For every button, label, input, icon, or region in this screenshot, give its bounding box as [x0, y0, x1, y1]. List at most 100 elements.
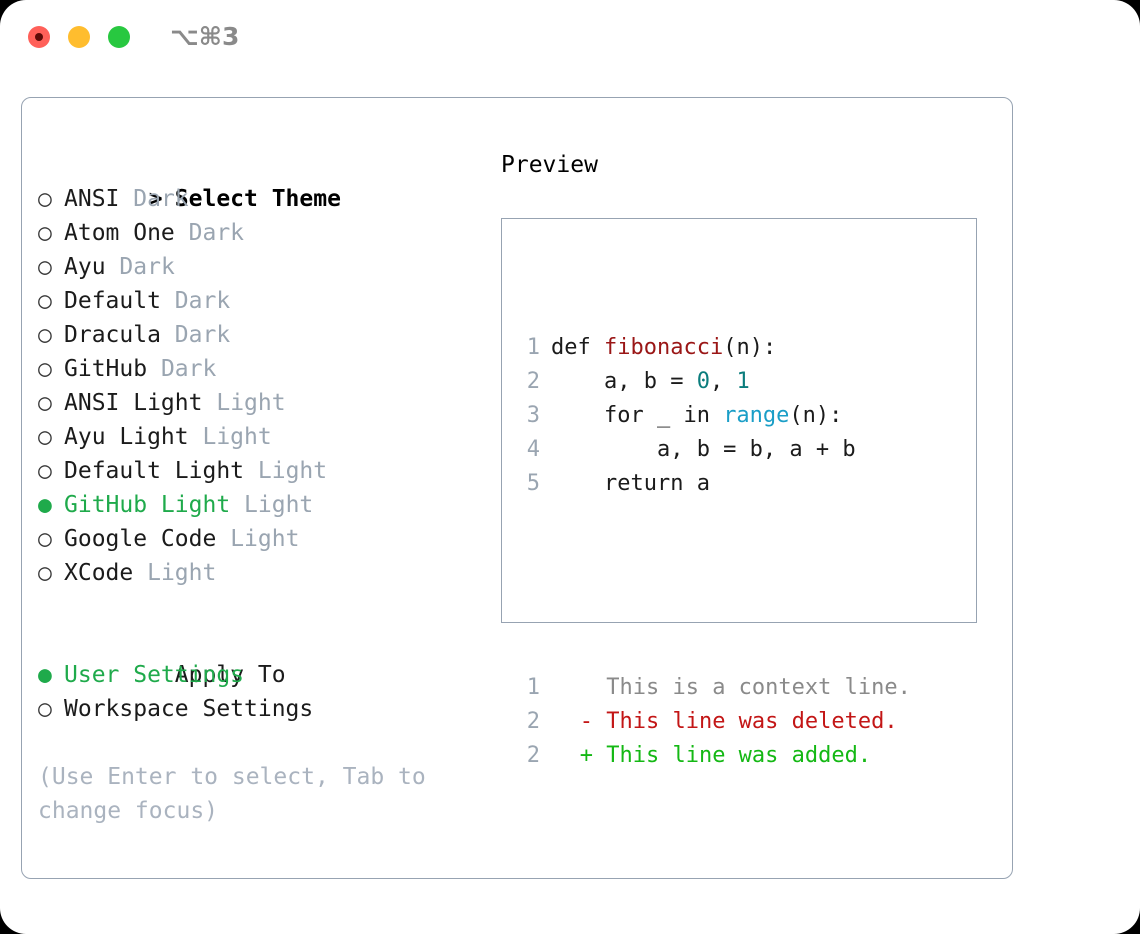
code-token-plain: for _ in [551, 403, 724, 428]
code-token-plain: (n): [723, 335, 777, 360]
radio-unselected-icon: ○ [38, 526, 52, 552]
theme-option[interactable]: ○ANSI Light Light [38, 386, 478, 420]
apply-to-list: ● User Settings ○ Workspace Settings [38, 658, 478, 726]
code-line-number: 2 [526, 369, 540, 394]
theme-option[interactable]: ○ Default Dark [38, 284, 478, 318]
diff-line-number: 2 [526, 743, 540, 768]
window-titlebar: ⌥⌘3 [0, 0, 1140, 78]
diff-sample: 1 This is a context line.2 - This line w… [518, 671, 911, 773]
theme-option[interactable]: ○Google Code Light [38, 522, 478, 556]
theme-option[interactable]: ● GitHub Light Light [38, 488, 478, 522]
theme-option-variant: Dark [119, 254, 175, 280]
theme-option-name: ANSI [64, 186, 120, 212]
diff-sign [540, 675, 606, 700]
radio-unselected-icon: ○ [38, 424, 52, 450]
list-spacer [38, 590, 478, 624]
theme-option-variant: Dark [188, 220, 245, 246]
theme-option-variant: Dark [174, 322, 231, 348]
theme-list: ○ANSI Dark○Atom One Dark○Ayu Dark○Defaul… [38, 182, 478, 590]
theme-option-variant: Light [202, 424, 272, 450]
diff-line-number: 1 [526, 675, 540, 700]
theme-option[interactable]: ○ Dracula Dark [38, 318, 478, 352]
diff-sign: + [540, 743, 607, 768]
theme-option-variant: Dark [160, 356, 217, 382]
theme-option-variant: Dark [174, 288, 231, 314]
radio-unselected-icon: ○ [38, 254, 52, 280]
diff-line: 2 + This line was added. [518, 739, 911, 773]
theme-option-variant: Light [216, 390, 286, 416]
theme-option[interactable]: ○Ayu Light Light [38, 420, 478, 454]
radio-unselected-icon: ○ [38, 322, 52, 348]
code-sample: 1 def fibonacci(n): 2 a, b = 0, 1 3 for _ i… [518, 331, 911, 501]
select-theme-heading-label: Select Theme [174, 186, 341, 212]
select-theme-heading: > Select Theme [38, 148, 478, 212]
diff-line-number: 2 [526, 709, 540, 734]
theme-option-variant: Light [257, 458, 328, 484]
apply-to-heading: Apply To [38, 624, 478, 688]
diff-line: 2 - This line was deleted. [518, 705, 911, 739]
code-line-number: 3 [526, 403, 540, 428]
theme-option-name: Atom One [64, 220, 175, 246]
theme-option-variant: Light [230, 526, 300, 552]
theme-option-name: GitHub Light [64, 492, 231, 518]
apply-to-option[interactable]: ● User Settings [38, 658, 478, 692]
theme-option-variant: Light [147, 560, 217, 586]
apply-to-option-name: User Settings [64, 662, 245, 688]
theme-option-name: ANSI Light [64, 390, 203, 416]
theme-option-name: GitHub [64, 356, 148, 382]
diff-line: 1 This is a context line. [518, 671, 911, 705]
radio-unselected-icon: ○ [38, 220, 52, 246]
maximize-window-icon[interactable] [108, 26, 130, 48]
diff-line-text: This is a context line. [606, 675, 911, 700]
close-window-icon[interactable] [28, 26, 50, 48]
code-token-num: 1 [736, 369, 750, 394]
apply-to-option[interactable]: ○ Workspace Settings [38, 692, 478, 726]
theme-option-name: Dracula [64, 322, 161, 348]
radio-unselected-icon: ○ [38, 560, 52, 586]
code-line: 1 def fibonacci(n): [518, 331, 911, 365]
theme-option[interactable]: ○ Atom One Dark [38, 216, 478, 250]
theme-option[interactable]: ○ XCode Light [38, 556, 478, 590]
radio-selected-icon: ● [38, 492, 52, 518]
code-line: 2 a, b = 0, 1 [518, 365, 911, 399]
theme-option-name: Ayu [64, 254, 106, 280]
keyboard-shortcut-label: ⌥⌘3 [170, 22, 240, 51]
theme-option-name: Default [64, 288, 161, 314]
apply-to-heading-label: Apply To [174, 662, 286, 688]
traffic-light-buttons [28, 26, 130, 48]
preview-code: 1 def fibonacci(n): 2 a, b = 0, 1 3 for _ i… [518, 263, 911, 841]
preview-heading: Preview [501, 152, 598, 178]
theme-option-name: XCode [64, 560, 134, 586]
preview-box: 1 def fibonacci(n): 2 a, b = 0, 1 3 for _ i… [501, 218, 977, 768]
theme-option[interactable]: ○ Ayu Dark [38, 250, 478, 284]
diff-line-text: This line was deleted. [606, 709, 898, 734]
preview-column: Preview 1 def fibonacci(n): 2 a, b = 0, 1 3… [501, 148, 1001, 768]
code-token-func: fibonacci [603, 335, 724, 360]
code-token-plain: a, b = b, a + b [551, 437, 856, 462]
code-token-plain: a, b = [551, 369, 697, 394]
minimize-window-icon[interactable] [68, 26, 90, 48]
diff-sign: - [540, 709, 607, 734]
keyboard-hint-text: (Use Enter to select, Tab to change focu… [38, 764, 440, 824]
code-line-number: 5 [526, 471, 540, 496]
main-panel: >Select Theme ○ANSI Dark○Atom One Dark○A… [21, 97, 1013, 879]
theme-option-variant: Light [244, 492, 314, 518]
radio-selected-icon: ● [38, 662, 52, 688]
radio-unselected-icon: ○ [38, 186, 52, 212]
code-line: 5 return a [518, 467, 911, 501]
radio-unselected-icon: ○ [38, 288, 52, 314]
code-line-number: 1 [526, 335, 540, 360]
code-token-plain: def [551, 335, 604, 360]
theme-option[interactable]: ○ GitHub Dark [38, 352, 478, 386]
apply-to-option-name: Workspace Settings [64, 696, 314, 722]
code-token-plain: , [709, 369, 737, 394]
theme-option[interactable]: ○ANSI Dark [38, 182, 478, 216]
prompt-caret-icon: > [148, 186, 163, 212]
theme-option[interactable]: ○Default Light Light [38, 454, 478, 488]
code-token-builtin: range [723, 403, 790, 428]
code-token-plain: return a [551, 471, 710, 496]
radio-unselected-icon: ○ [38, 356, 52, 382]
theme-option-name: Default Light [64, 458, 245, 484]
radio-unselected-icon: ○ [38, 696, 52, 722]
